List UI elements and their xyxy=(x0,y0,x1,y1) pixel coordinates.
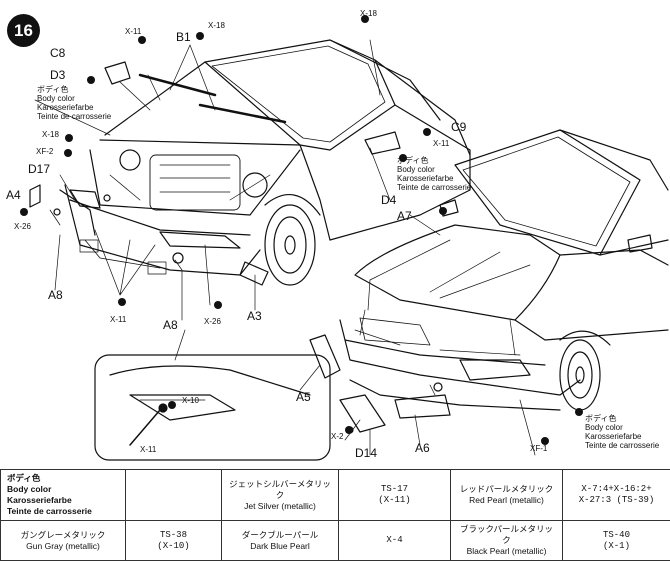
body-color-note-right: ボディ色 Body color Karosseriefarbe Teinte d… xyxy=(585,414,659,450)
table-row: ガングレーメタリック Gun Gray (metallic) TS-38 (X-… xyxy=(0,520,670,561)
note-fr: Teinte de carrosserie xyxy=(585,441,660,450)
paint-code: TS-40 xyxy=(602,529,630,540)
paint-code-alt: (X-11) xyxy=(378,495,411,506)
note-en: Body color xyxy=(37,94,75,103)
part-label-c9: C9 xyxy=(451,120,467,134)
paint-code-cell: TS-40 (X-1) xyxy=(562,520,670,561)
note-jp: ボディ色 xyxy=(585,414,617,423)
paint-drop-markers xyxy=(20,15,583,445)
empty-cell xyxy=(125,468,222,522)
paint-name-cell: レッドパールメタリック Red Pearl (metallic) xyxy=(450,468,563,522)
body-color-note-mid: ボディ色 Body color Karosseriefarbe Teinte d… xyxy=(397,156,471,192)
paint-code-cell: TS-38 (X-10) xyxy=(125,520,222,561)
header-fr: Teinte de carrosserie xyxy=(7,506,92,517)
table-header-cell: ボディ色 Body color Karosseriefarbe Teinte d… xyxy=(0,468,126,522)
header-en: Body color xyxy=(7,484,52,495)
part-label-d17: D17 xyxy=(28,162,51,176)
paint-jp: レッドパールメタリック xyxy=(459,484,554,495)
part-label-xf2: XF-2 xyxy=(36,147,54,156)
part-label-a8-mid: A8 xyxy=(163,318,178,332)
paint-en: Dark Blue Pearl xyxy=(250,540,310,551)
note-de: Karosseriefarbe xyxy=(397,174,454,183)
part-label-b1: B1 xyxy=(176,30,191,44)
part-label-a3: A3 xyxy=(247,309,262,323)
part-label-xf1: XF-1 xyxy=(530,444,548,453)
paint-code-alt: X-27:3 (TS-39) xyxy=(578,495,655,506)
paint-jp: ジェットシルバーメタリック xyxy=(229,478,331,500)
paint-code-alt: (X-1) xyxy=(602,540,630,551)
part-label-d3: D3 xyxy=(50,68,66,82)
step-number-badge: 16 xyxy=(7,14,40,47)
part-label-a4: A4 xyxy=(6,188,21,202)
part-label-x11-top: X-11 xyxy=(125,27,142,36)
part-label-x26-mid: X-26 xyxy=(204,317,221,326)
right-car-drawing xyxy=(299,129,669,456)
detail-inset xyxy=(94,329,331,461)
part-label-x26-left: X-26 xyxy=(14,222,31,231)
header-de: Karosseriefarbe xyxy=(7,495,72,506)
paint-en: Black Pearl (metallic) xyxy=(466,546,547,557)
part-label-x11-inset: X-11 xyxy=(140,445,157,454)
paint-en: Jet Silver (metallic) xyxy=(244,500,316,511)
part-label-d4: D4 xyxy=(381,193,397,207)
part-label-x18-left: X-18 xyxy=(42,130,59,139)
paint-code-cell: X-7:4+X-16:2+ X-27:3 (TS-39) xyxy=(562,468,670,522)
car-line-art xyxy=(20,15,669,461)
part-label-x11-right: X-11 xyxy=(433,139,450,148)
part-label-a6: A6 xyxy=(415,441,430,455)
note-de: Karosseriefarbe xyxy=(37,103,94,112)
part-label-x2: X-2 xyxy=(331,432,344,441)
paint-code: TS-38 xyxy=(159,529,187,540)
paint-name-cell: ジェットシルバーメタリック Jet Silver (metallic) xyxy=(221,468,339,522)
paint-jp: ブラックパールメタリック xyxy=(459,524,554,546)
header-jp: ボディ色 xyxy=(7,473,41,484)
note-en: Body color xyxy=(397,165,435,174)
note-jp: ボディ色 xyxy=(37,85,69,94)
part-label-a8-left: A8 xyxy=(48,288,63,302)
part-label-d14: D14 xyxy=(355,446,378,460)
note-fr: Teinte de carrosserie xyxy=(397,183,472,192)
part-label-x10: X-10 xyxy=(182,396,199,405)
paint-en: Red Pearl (metallic) xyxy=(469,495,544,506)
paint-name-cell: ダークブルーパール Dark Blue Pearl xyxy=(221,520,339,561)
paint-code: TS-17 xyxy=(380,484,408,495)
paint-code: X-4 xyxy=(386,535,403,546)
body-color-note-left: ボディ色 Body color Karosseriefarbe Teinte d… xyxy=(37,85,111,121)
note-en: Body color xyxy=(585,423,623,432)
note-de: Karosseriefarbe xyxy=(585,432,642,441)
note-fr: Teinte de carrosserie xyxy=(37,112,112,121)
paint-name-cell: ガングレーメタリック Gun Gray (metallic) xyxy=(0,520,126,561)
paint-code: X-7:4+X-16:2+ xyxy=(581,484,652,495)
table-row: ボディ色 Body color Karosseriefarbe Teinte d… xyxy=(0,468,670,522)
paint-name-cell: ブラックパールメタリック Black Pearl (metallic) xyxy=(450,520,563,561)
body-color-table: ボディ色 Body color Karosseriefarbe Teinte d… xyxy=(0,468,670,561)
left-car-drawing xyxy=(29,39,471,321)
part-label-a5: A5 xyxy=(296,390,311,404)
part-label-c8: C8 xyxy=(50,46,66,60)
paint-jp: ガングレーメタリック xyxy=(20,529,106,540)
part-label-x11-bottom: X-11 xyxy=(110,315,127,324)
paint-en: Gun Gray (metallic) xyxy=(26,540,100,551)
paint-code-alt: (X-10) xyxy=(157,540,190,551)
part-label-x18-right: X-18 xyxy=(360,9,377,18)
paint-code-cell: TS-17 (X-11) xyxy=(338,468,451,522)
assembly-diagram: 16 C8 X-11 B1 X-18 X-18 D3 ボディ色 Body col… xyxy=(6,9,669,461)
part-label-a7: A7 xyxy=(397,209,412,223)
paint-jp: ダークブルーパール xyxy=(241,529,319,540)
part-label-x18-top: X-18 xyxy=(208,21,225,30)
paint-code-cell: X-4 xyxy=(338,520,451,561)
note-jp: ボディ色 xyxy=(397,156,429,165)
